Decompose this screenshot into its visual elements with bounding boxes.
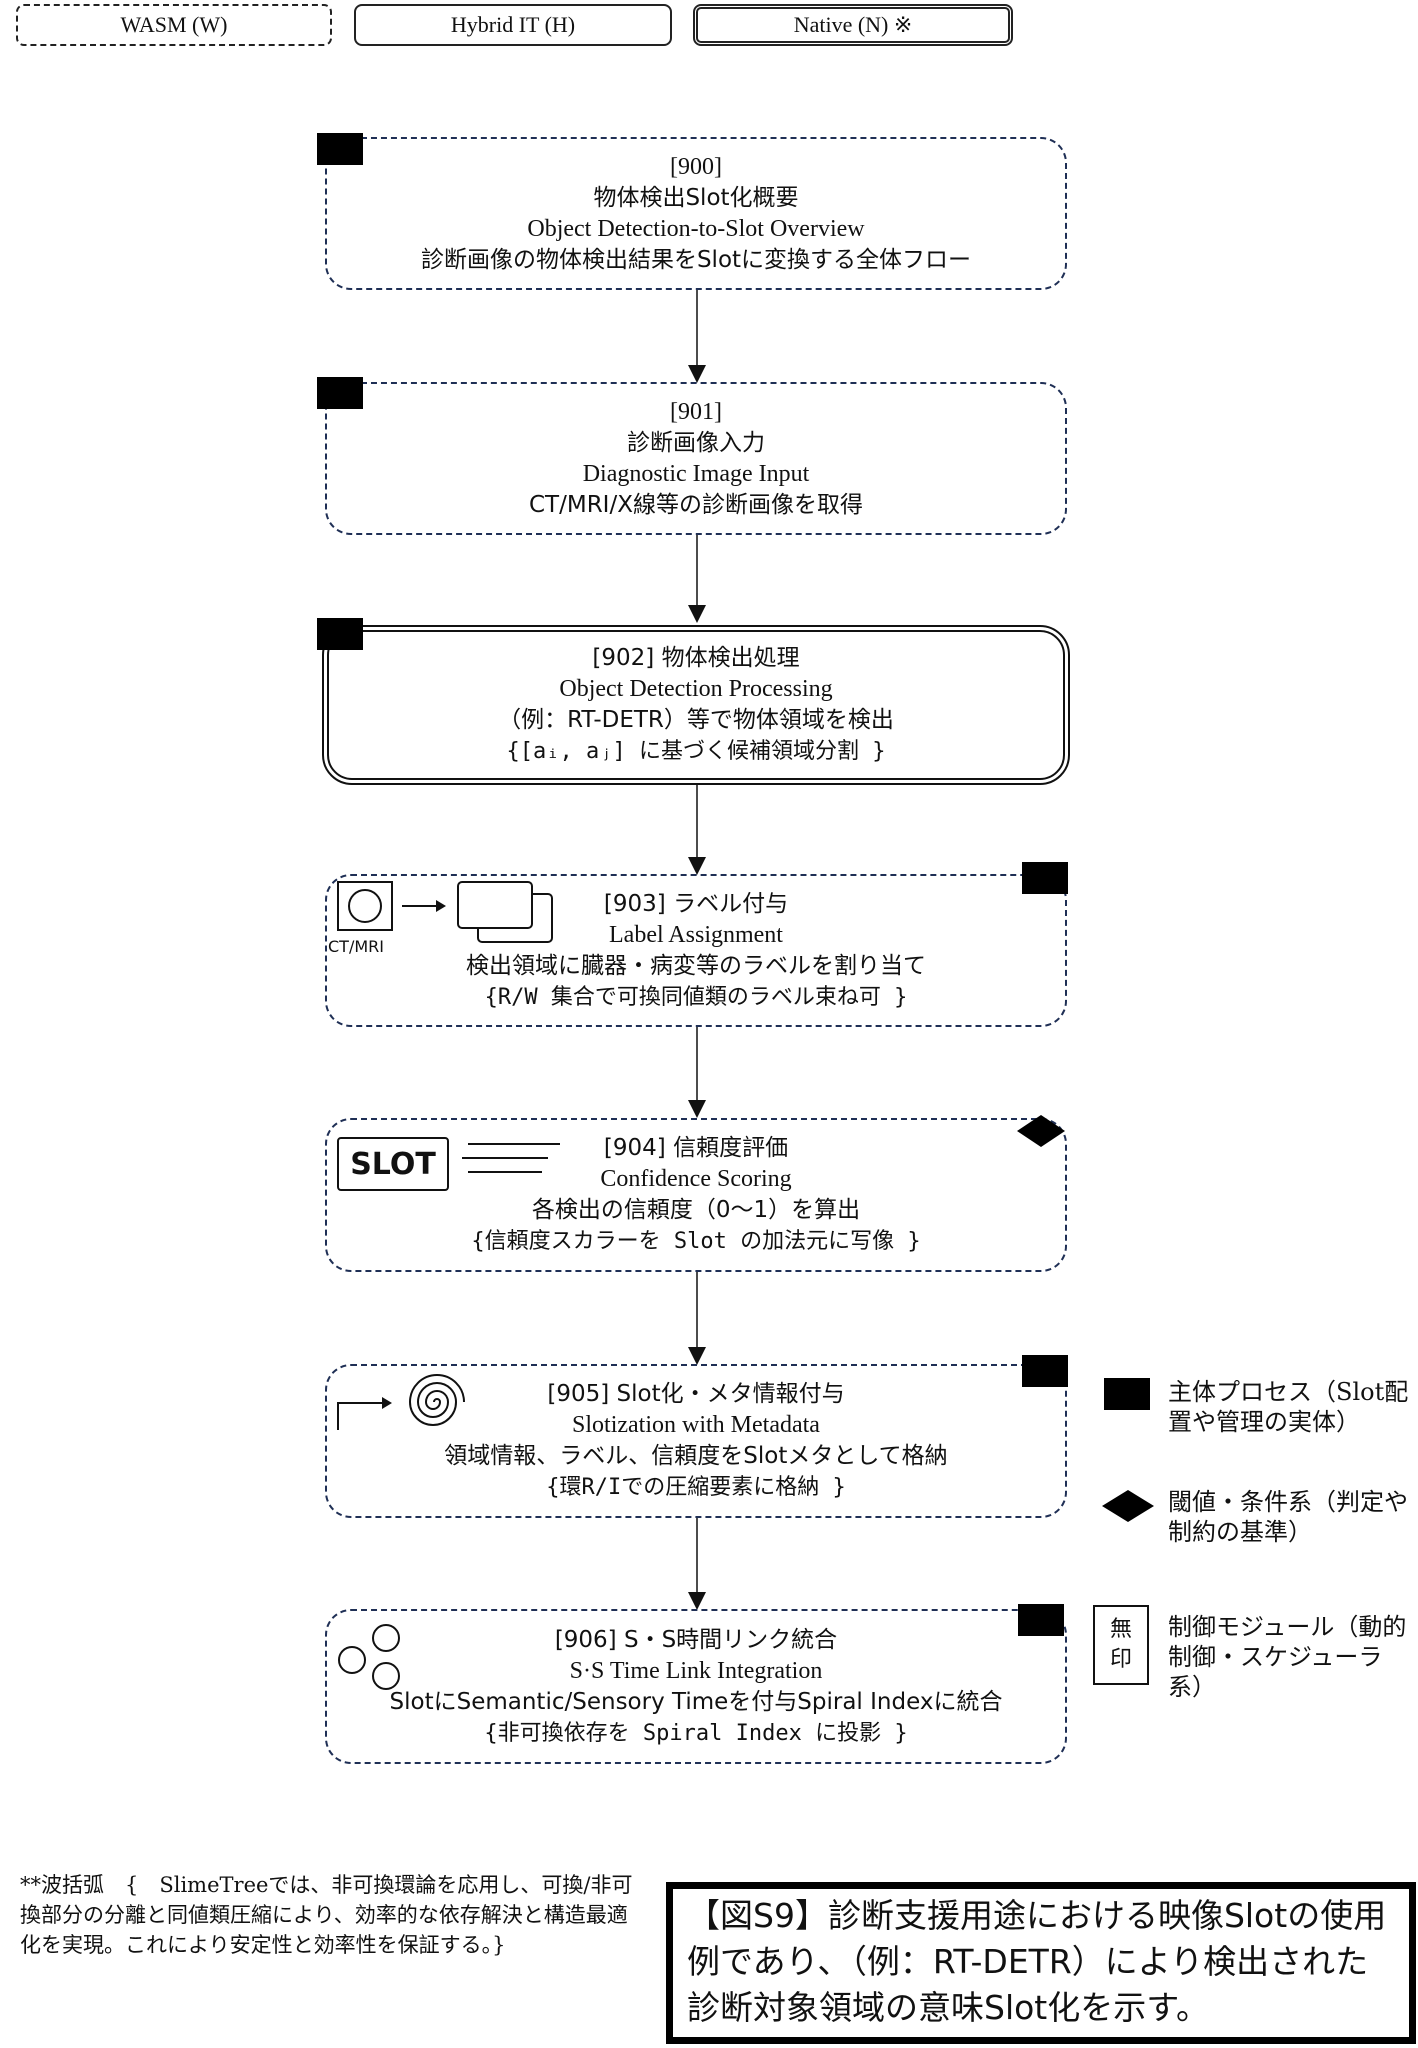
slot-icon: SLOT: [337, 1137, 449, 1191]
threshold-diamond-icon: [1017, 1115, 1065, 1147]
step-900-title-en: Object Detection-to-Slot Overview: [527, 215, 865, 242]
figure-caption: 【図S9】診断支援用途における映像Slotの使用例であり、（例：RT-DETR）…: [666, 1882, 1416, 2044]
step-903-header: [903] ラベル付与: [603, 890, 789, 917]
process-marker-902: [317, 618, 363, 650]
legend-wasm: WASM (W): [16, 4, 332, 46]
step-903-desc: 検出領域に臓器・病変等のラベルを割り当て: [466, 952, 926, 979]
step-906-extra: {非可換依存を Spiral Index に投影 }: [484, 1720, 908, 1746]
step-906-desc: SlotにSemantic/Sensory Timeを付与Spiral Inde…: [389, 1688, 1003, 1715]
legend-control-icon-bottom: 印: [1109, 1647, 1132, 1672]
step-900-desc: 診断画像の物体検出結果をSlotに変換する全体フロー: [420, 246, 972, 273]
step-902-header: [902] 物体検出処理: [592, 645, 800, 671]
legend-threshold-text: 閾値・条件系（判定や制約の基準）: [1168, 1488, 1408, 1546]
process-marker-903: [1022, 862, 1068, 894]
step-900-box: [900] 物体検出Slot化概要 Object Detection-to-Sl…: [325, 137, 1067, 290]
legend-control-icon: 無 印: [1093, 1605, 1149, 1685]
step-904-extra: {信頼度スカラーを Slot の加法元に写像 }: [471, 1229, 921, 1254]
ct-scanner-icon: [337, 881, 553, 943]
step-902-box: [902] 物体検出処理 Object Detection Processing…: [322, 625, 1070, 785]
legend-native: Native (N) ※: [693, 4, 1013, 46]
step-905-extra: {環R/Iでの圧縮要素に格納 }: [546, 1475, 846, 1500]
step-906-title-en: S·S Time Link Integration: [569, 1657, 823, 1684]
step-901-title-jp: 診断画像入力: [627, 429, 765, 456]
legend-process-text: 主体プロセス（Slot配置や管理の実体）: [1168, 1378, 1409, 1436]
step-905-desc: 領域情報、ラベル、信頼度をSlotメタとして格納: [444, 1443, 948, 1469]
step-904-header: [904] 信頼度評価: [603, 1135, 789, 1161]
step-903-box: [903] ラベル付与 Label Assignment 検出領域に臓器・病変等…: [325, 874, 1067, 1027]
footnote: **波括弧 { SlimeTreeでは、非可換環論を応用し、可換/非可換部分の分…: [20, 1873, 633, 1957]
legend-hybrid: Hybrid IT (H): [354, 4, 672, 46]
slot-lines-icon: [462, 1143, 560, 1173]
step-901-box: [901] 診断画像入力 Diagnostic Image Input CT/M…: [325, 382, 1067, 535]
step-900-title-jp: 物体検出Slot化概要: [593, 184, 799, 211]
step-902-desc: （例：RT-DETR）等で物体領域を検出: [498, 707, 894, 733]
legend-control-text: 制御モジュール（動的制御・スケジューラ系）: [1168, 1613, 1407, 1701]
step-900-id: [900]: [670, 153, 722, 180]
legend-control-icon-top: 無: [1109, 1617, 1132, 1642]
step-905-header: [905] Slot化・メタ情報付与: [547, 1381, 845, 1407]
process-marker-901: [317, 377, 363, 409]
step-901-title-en: Diagnostic Image Input: [582, 460, 810, 487]
process-marker-905: [1022, 1355, 1068, 1387]
step-902-title-en: Object Detection Processing: [559, 676, 833, 702]
process-marker-900: [317, 133, 363, 165]
step-905-title-en: Slotization with Metadata: [572, 1412, 820, 1438]
ct-mri-icon-label: CT/MRI: [328, 937, 384, 956]
step-903-extra: {R/W 集合で可換同値類のラベル束ね可 }: [484, 984, 908, 1010]
step-904-desc: 各検出の信頼度（0〜1）を算出: [531, 1197, 861, 1223]
process-marker-906: [1018, 1604, 1064, 1636]
step-901-desc: CT/MRI/X線等の診断画像を取得: [529, 491, 863, 518]
legend-process-swatch: [1104, 1378, 1150, 1410]
linked-circles-icon: [338, 1624, 400, 1690]
legend-threshold-diamond: [1102, 1490, 1154, 1522]
step-901-id: [901]: [670, 398, 722, 425]
step-904-box: [904] 信頼度評価 Confidence Scoring 各検出の信頼度（0…: [325, 1118, 1067, 1272]
step-905-box: [905] Slot化・メタ情報付与 Slotization with Meta…: [325, 1364, 1067, 1518]
step-906-header: [906] S・S時間リンク統合: [554, 1626, 838, 1653]
step-904-title-en: Confidence Scoring: [600, 1166, 792, 1192]
step-906-box: [906] S・S時間リンク統合 S·S Time Link Integrati…: [325, 1609, 1067, 1764]
spiral-arrow-icon: [337, 1374, 465, 1430]
step-902-extra: {[aᵢ, aⱼ] に基づく候補領域分割 }: [506, 739, 886, 764]
step-903-title-en: Label Assignment: [609, 921, 783, 948]
